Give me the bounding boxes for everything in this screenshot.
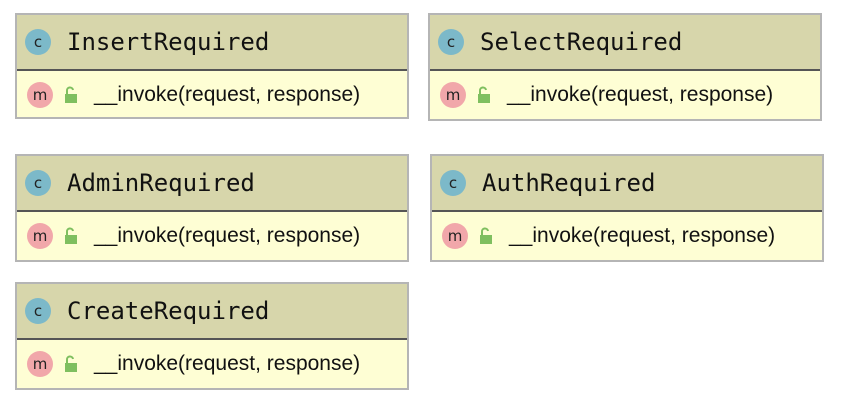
class-name: AuthRequired: [482, 169, 656, 197]
method-signature: __invoke(request, response): [507, 83, 774, 106]
method-signature: __invoke(request, response): [94, 352, 361, 375]
method-signature: __invoke(request, response): [509, 224, 776, 247]
class-box-admin-required[interactable]: c AdminRequired m __invoke(request, resp…: [15, 154, 409, 262]
class-header: c InsertRequired: [17, 15, 407, 71]
method-signature: __invoke(request, response): [94, 83, 361, 106]
method-icon: m: [27, 82, 53, 108]
class-icon: c: [440, 170, 466, 196]
method-signature: __invoke(request, response): [94, 224, 361, 247]
class-icon: c: [438, 29, 464, 55]
class-name: CreateRequired: [67, 297, 270, 325]
method-icon: m: [27, 223, 53, 249]
class-box-create-required[interactable]: c CreateRequired m __invoke(request, res…: [15, 282, 409, 390]
class-icon: c: [25, 29, 51, 55]
method-icon: m: [27, 351, 53, 377]
unlocked-public-icon: [480, 227, 492, 244]
class-icon: c: [25, 298, 51, 324]
method-row[interactable]: m __invoke(request, response): [430, 71, 820, 119]
method-icon: m: [440, 82, 466, 108]
class-header: c CreateRequired: [17, 284, 407, 340]
method-icon: m: [442, 223, 468, 249]
unlocked-public-icon: [65, 227, 77, 244]
class-name: InsertRequired: [67, 28, 270, 56]
unlocked-public-icon: [65, 355, 77, 372]
method-row[interactable]: m __invoke(request, response): [17, 340, 407, 388]
method-row[interactable]: m __invoke(request, response): [432, 212, 822, 260]
unlocked-public-icon: [65, 86, 77, 103]
class-header: c AdminRequired: [17, 156, 407, 212]
class-box-auth-required[interactable]: c AuthRequired m __invoke(request, respo…: [430, 154, 824, 262]
class-box-insert-required[interactable]: c InsertRequired m __invoke(request, res…: [15, 13, 409, 119]
method-row[interactable]: m __invoke(request, response): [17, 212, 407, 260]
class-name: AdminRequired: [67, 169, 255, 197]
class-header: c AuthRequired: [432, 156, 822, 212]
class-name: SelectRequired: [480, 28, 683, 56]
class-header: c SelectRequired: [430, 15, 820, 71]
unlocked-public-icon: [478, 86, 490, 103]
method-row[interactable]: m __invoke(request, response): [17, 71, 407, 119]
class-box-select-required[interactable]: c SelectRequired m __invoke(request, res…: [428, 13, 822, 121]
class-icon: c: [25, 170, 51, 196]
